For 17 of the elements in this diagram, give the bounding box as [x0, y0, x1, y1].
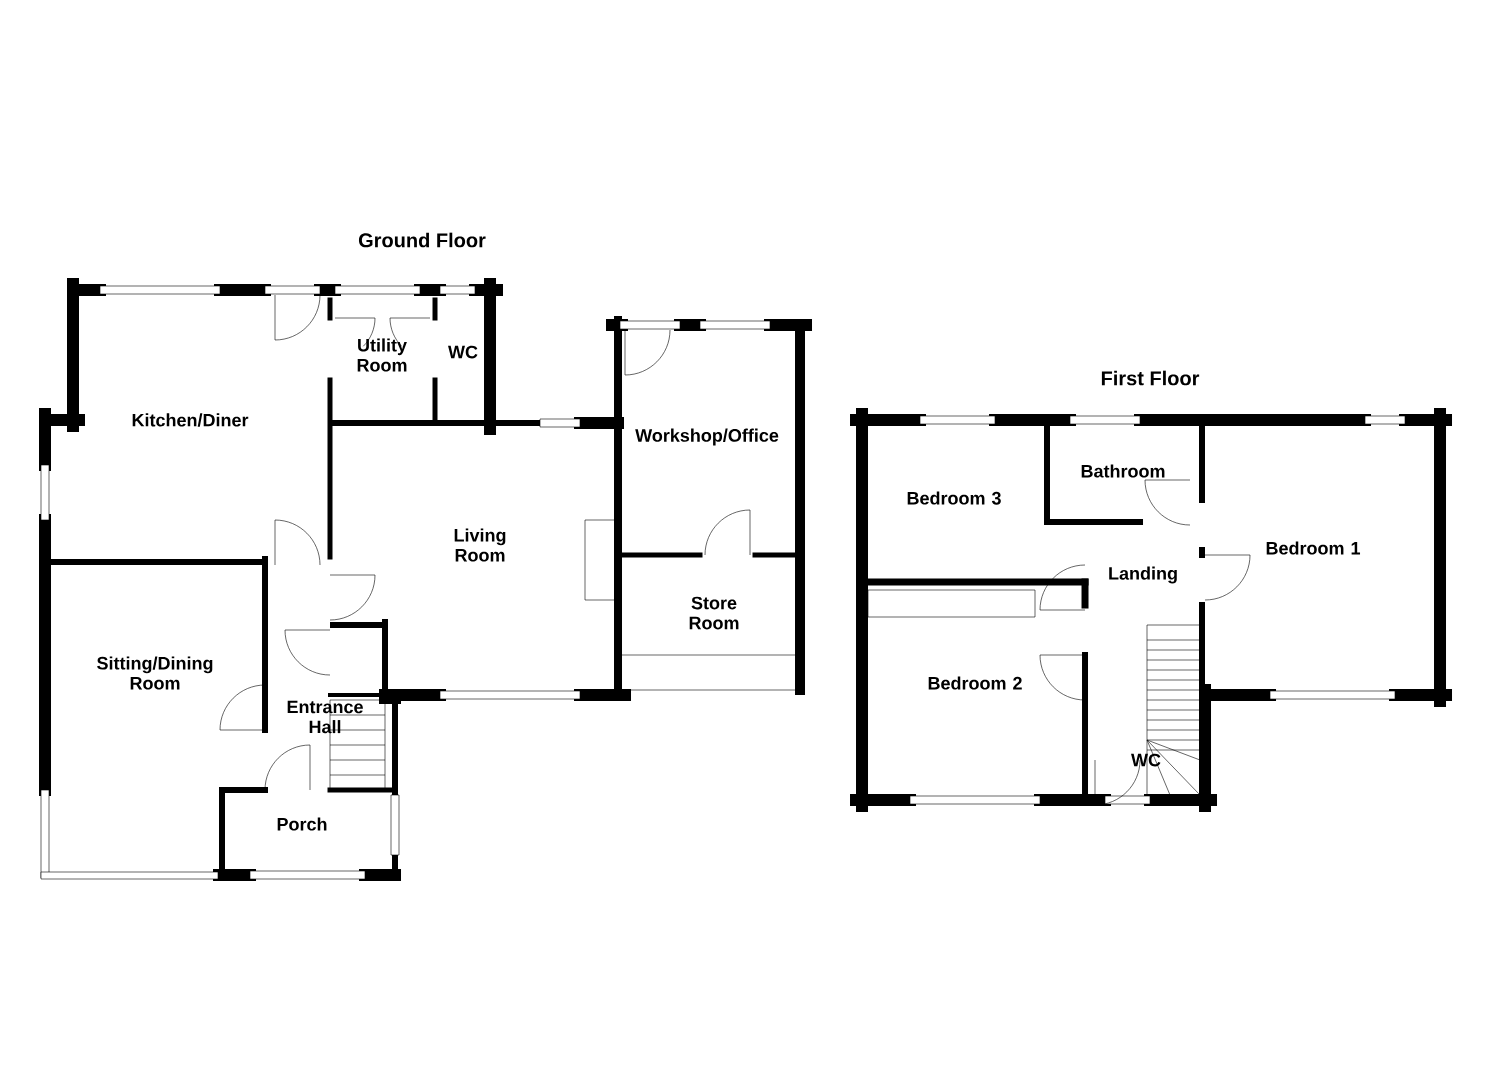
room-label: Kitchen/Diner: [132, 413, 249, 427]
room-label: Bathroom: [1081, 464, 1165, 478]
room-label: Living Room: [454, 528, 506, 562]
room-label: Utility Room: [357, 338, 407, 372]
room-label: Bedroom 2: [928, 676, 1022, 690]
floor-title: Ground Floor: [358, 232, 486, 248]
room-label: WC: [448, 345, 478, 359]
room-label: Store Room: [689, 596, 739, 630]
room-label: Workshop/Office: [635, 428, 779, 446]
room-label: Bedroom 3: [907, 491, 1001, 505]
room-label: Porch: [277, 817, 327, 831]
room-label: WC: [1131, 753, 1161, 767]
room-label: Bedroom 1: [1266, 541, 1360, 555]
room-label: Entrance Hall: [287, 700, 363, 734]
room-label: Sitting/Dining Room: [97, 656, 213, 690]
room-label: Landing: [1109, 566, 1177, 584]
floor-title: First Floor: [1101, 370, 1200, 386]
